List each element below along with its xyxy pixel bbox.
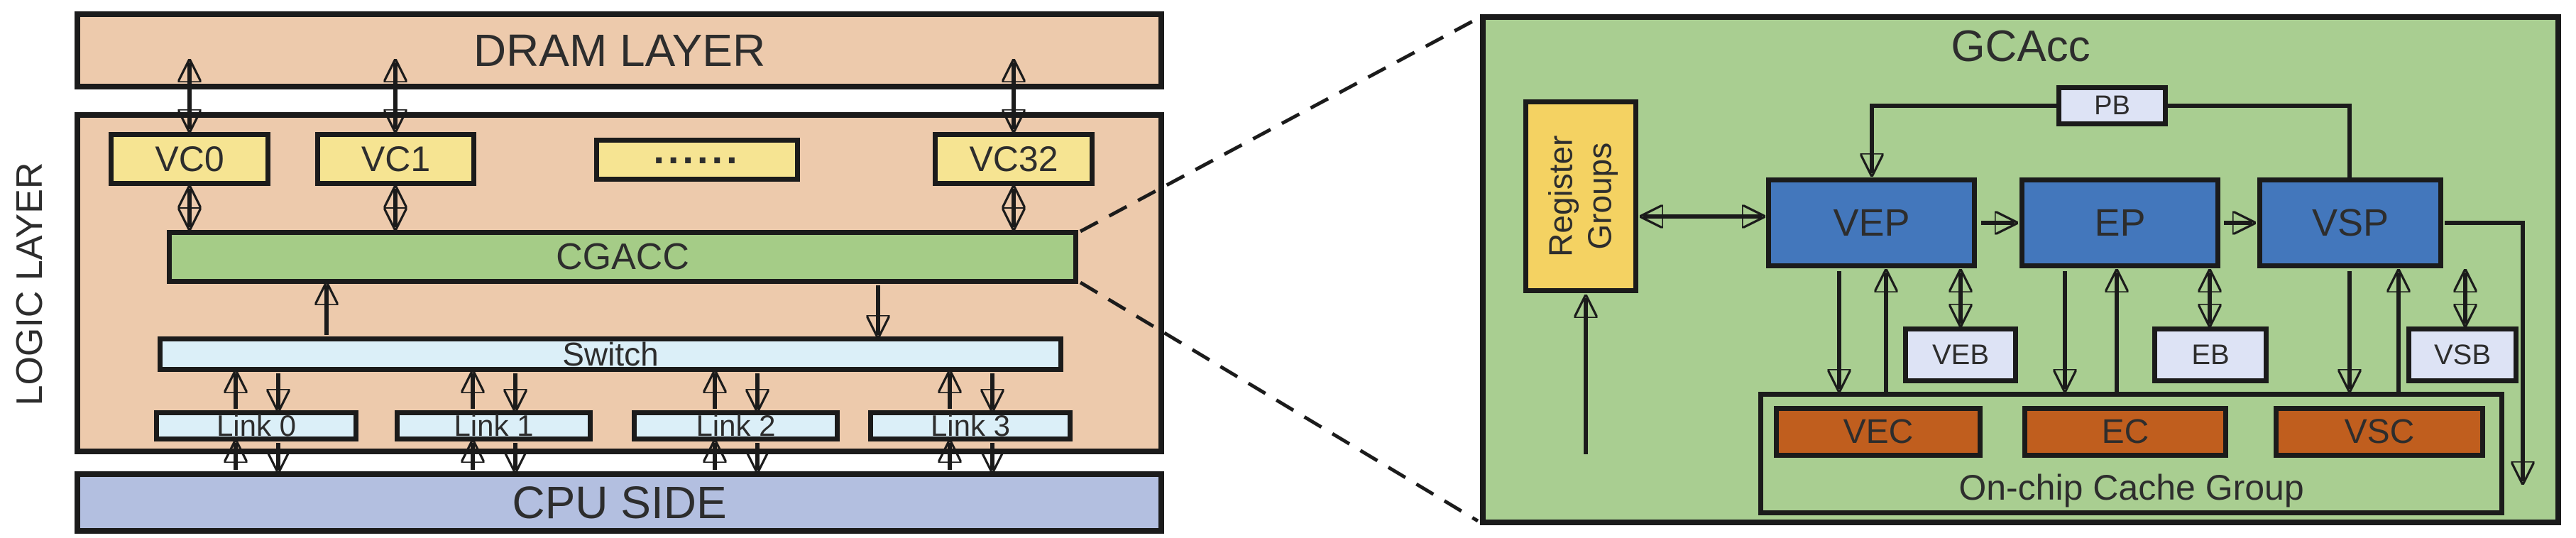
- veb-box: VEB: [1903, 326, 2018, 383]
- vc32-label: VC32: [969, 139, 1058, 179]
- eb-label: EB: [2191, 339, 2230, 370]
- vsb-label: VSB: [2433, 339, 2492, 370]
- vc0-box: VC0: [109, 132, 270, 186]
- link2-label: Link 2: [696, 409, 776, 442]
- cpu-side-box: CPU SIDE: [75, 471, 1164, 534]
- cpu-side-label: CPU SIDE: [512, 477, 727, 528]
- switch-label: Switch: [562, 336, 659, 373]
- logic-layer-label: LOGIC LAYER: [9, 162, 50, 406]
- dram-layer-box: DRAM LAYER: [75, 11, 1164, 89]
- vec-box: VEC: [1774, 406, 1983, 458]
- gcacc-title: GCAcc: [1951, 22, 2090, 71]
- pb-box: PB: [2056, 85, 2168, 126]
- vsc-label: VSC: [2344, 412, 2415, 451]
- dram-layer-label: DRAM LAYER: [473, 25, 766, 76]
- onchip-cache-group-label: On-chip Cache Group: [1958, 468, 2304, 507]
- veb-label: VEB: [1931, 339, 1990, 370]
- vep-box: VEP: [1766, 177, 1977, 268]
- link0-label: Link 0: [216, 409, 297, 442]
- link1-box: Link 1: [395, 410, 593, 441]
- vep-label: VEP: [1833, 202, 1910, 244]
- register-groups-label-line2: Groups: [1582, 143, 1619, 250]
- pb-label: PB: [2094, 91, 2130, 121]
- link3-label: Link 3: [930, 409, 1011, 442]
- vc-ellipsis-label: ......: [653, 127, 741, 172]
- vec-label: VEC: [1843, 412, 1914, 451]
- link3-box: Link 3: [868, 410, 1073, 441]
- cgacc-label: CGACC: [556, 236, 689, 278]
- eb-box: EB: [2152, 326, 2269, 383]
- vc0-label: VC0: [155, 139, 224, 179]
- vsc-box: VSC: [2274, 406, 2485, 458]
- vsp-label: VSP: [2311, 202, 2389, 244]
- ec-label: EC: [2101, 412, 2149, 451]
- cgacc-box: CGACC: [167, 230, 1078, 284]
- ep-label: EP: [2094, 202, 2146, 244]
- vc1-box: VC1: [315, 132, 476, 186]
- register-groups-box: Register Groups: [1523, 99, 1638, 293]
- vsp-box: VSP: [2257, 177, 2443, 268]
- register-groups-label-line1: Register: [1542, 135, 1579, 258]
- link0-box: Link 0: [154, 410, 358, 441]
- link2-box: Link 2: [632, 410, 840, 441]
- vc-ellipsis-box: ......: [594, 130, 800, 182]
- ep-box: EP: [2019, 177, 2220, 268]
- vsb-box: VSB: [2406, 326, 2519, 383]
- switch-box: Switch: [158, 336, 1063, 372]
- ec-box: EC: [2022, 406, 2228, 458]
- link1-label: Link 1: [454, 409, 534, 442]
- vc1-label: VC1: [361, 139, 431, 179]
- vc32-box: VC32: [933, 132, 1095, 186]
